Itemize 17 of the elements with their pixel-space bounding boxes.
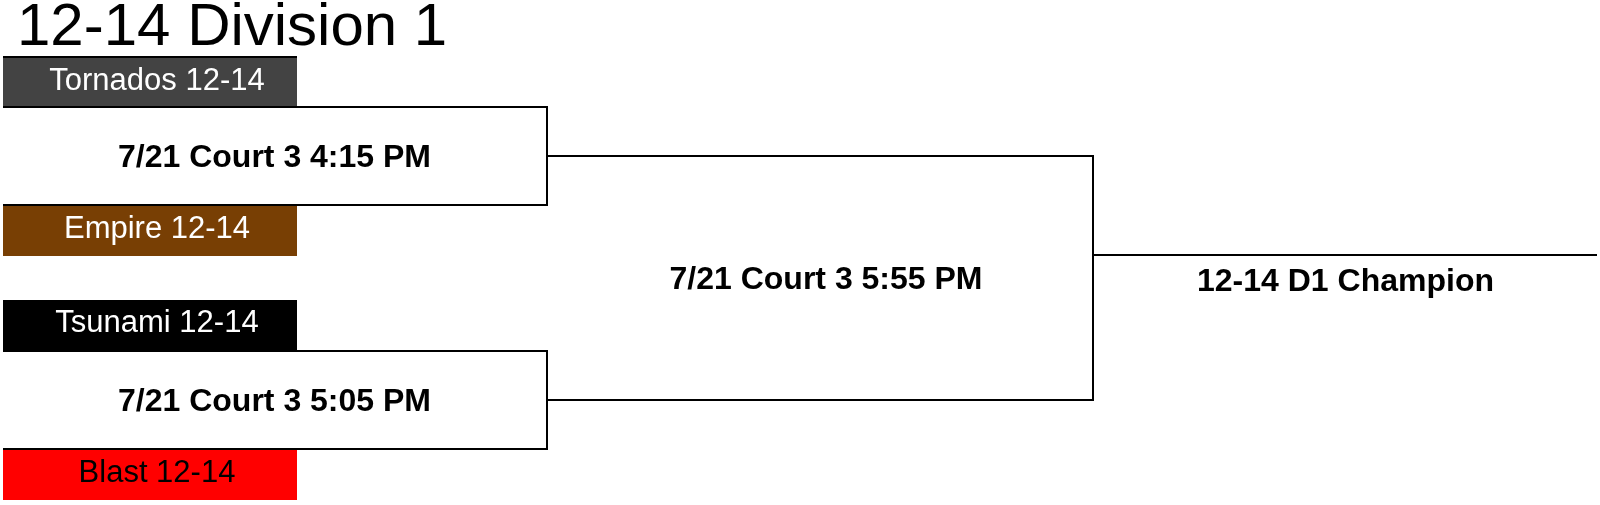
champion-label: 12-14 D1 Champion bbox=[1197, 261, 1494, 299]
team-name: Tsunami 12-14 bbox=[55, 304, 259, 340]
team-slot bbox=[3, 206, 297, 256]
team-name: Blast 12-14 bbox=[78, 454, 236, 490]
team-name: Empire 12-14 bbox=[63, 210, 251, 246]
diagram-title: 12-14 Division 1 bbox=[17, 0, 448, 50]
team-slot bbox=[3, 450, 297, 500]
bracket-line bbox=[547, 399, 1095, 401]
match-schedule: 7/21 Court 3 5:05 PM bbox=[118, 381, 431, 419]
team-slot bbox=[3, 56, 297, 106]
match-schedule: 7/21 Court 3 5:55 PM bbox=[669, 259, 983, 297]
team-name: Tornados 12-14 bbox=[49, 62, 265, 98]
match-schedule: 7/21 Court 3 4:15 PM bbox=[118, 137, 431, 175]
match-bracket bbox=[3, 106, 548, 206]
team-slot bbox=[3, 300, 297, 350]
bracket-line bbox=[547, 155, 1095, 157]
match-bracket bbox=[3, 350, 548, 450]
